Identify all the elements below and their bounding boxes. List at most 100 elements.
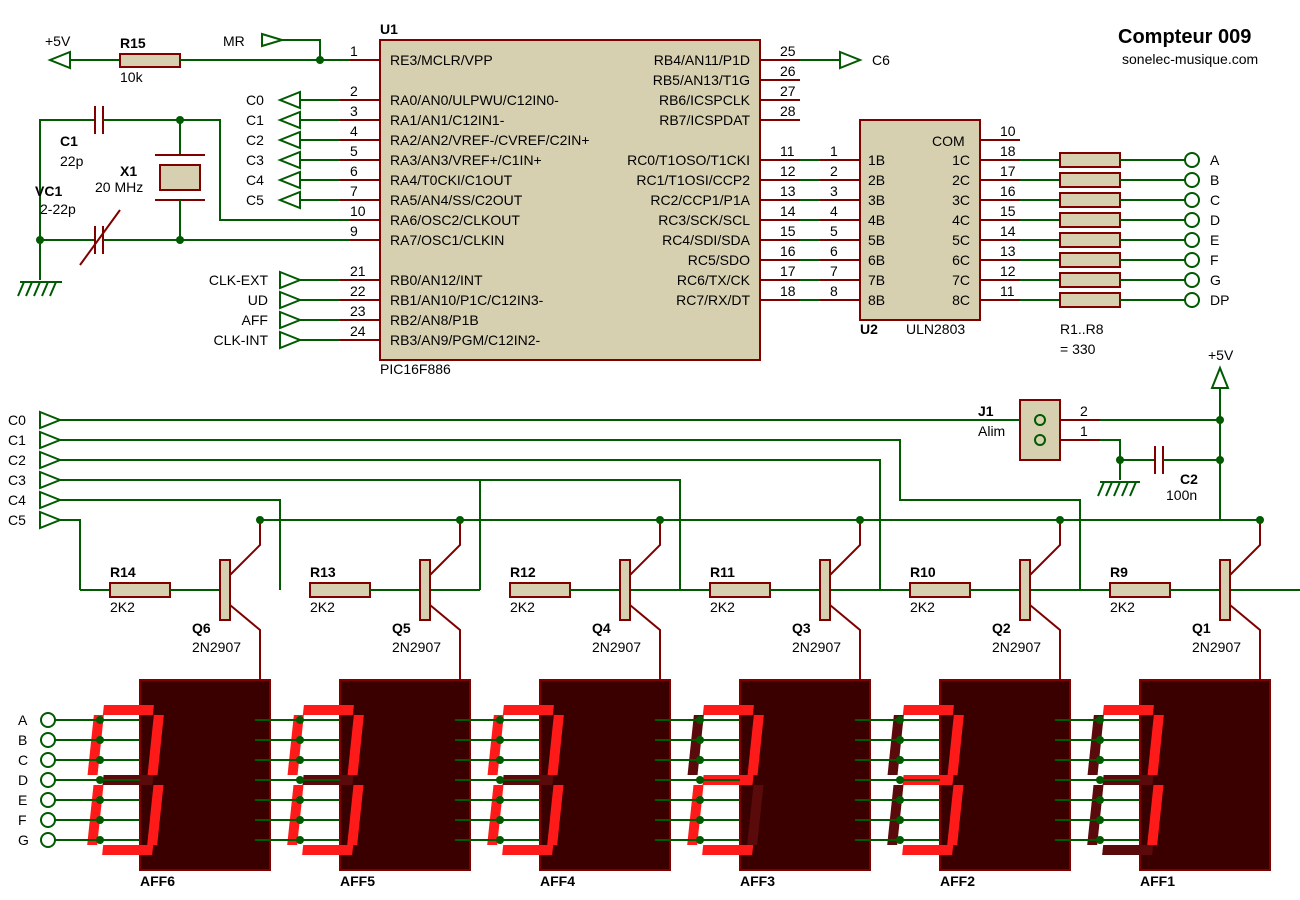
terminal-icon (277, 110, 301, 130)
transistor-ref: Q4 (592, 620, 611, 636)
c2-ref: C2 (1180, 471, 1198, 487)
resistor-array-ref: R1..R8 (1060, 321, 1104, 337)
resistor-value: 2K2 (910, 599, 935, 615)
pin-number: 7 (830, 263, 838, 279)
net-label: C0 (8, 412, 26, 428)
segment (887, 785, 904, 845)
seven-seg-display (939, 679, 1071, 871)
terminal-icon (279, 330, 303, 350)
seven-seg-display (539, 679, 671, 871)
segment (702, 845, 754, 855)
net-label: C0 (246, 92, 264, 108)
resistor (909, 582, 971, 598)
pin-name: 2B (868, 172, 885, 188)
net-label: C5 (8, 512, 26, 528)
pin-name: 3B (868, 192, 885, 208)
resistor-ref: R9 (1110, 564, 1128, 580)
j1-name: Alim (978, 423, 1005, 439)
output-terminal-icon (1184, 252, 1200, 268)
segment (887, 715, 904, 775)
segment (302, 845, 354, 855)
c6-label: C6 (872, 52, 890, 68)
display-ref: AFF1 (1140, 873, 1175, 889)
j1-pin2: 2 (1080, 403, 1088, 419)
pin-name: RB5/AN13/T1G (653, 72, 750, 88)
pin-number: 26 (780, 63, 796, 79)
output-terminal-icon (1184, 192, 1200, 208)
resistor (1109, 582, 1171, 598)
segment (102, 845, 154, 855)
power-arrow-icon (1210, 365, 1230, 389)
pin-number: 13 (780, 183, 796, 199)
resistor-ref: R14 (110, 564, 136, 580)
transistor-part: 2N2907 (192, 639, 241, 655)
resistor-value: 2K2 (510, 599, 535, 615)
terminal-icon (279, 290, 303, 310)
j1-pin1: 1 (1080, 423, 1088, 439)
driver-part: ULN2803 (906, 321, 965, 337)
pin-name: RA6/OSC2/CLKOUT (390, 212, 520, 228)
mcu-right-pins: 25RB4/AN11/P1D26RB5/AN13/T1G27RB6/ICSPCL… (627, 43, 860, 308)
resistor (1059, 192, 1121, 208)
transistor (1219, 559, 1231, 621)
net-label: C4 (8, 492, 26, 508)
net-label: C3 (246, 152, 264, 168)
segment-label: D (1210, 212, 1220, 228)
ground-icon (17, 281, 62, 297)
segment (702, 705, 754, 715)
transistor-part: 2N2907 (392, 639, 441, 655)
r15-value: 10k (120, 69, 144, 85)
net-label: C2 (8, 452, 26, 468)
pin-number: 14 (780, 203, 796, 219)
pin-name: RB0/AN12/INT (390, 272, 483, 288)
net-label: UD (248, 292, 268, 308)
input-terminal-icon (40, 712, 56, 728)
pin-number: 13 (1000, 243, 1016, 259)
net-label: C3 (8, 472, 26, 488)
segment (502, 705, 554, 715)
pin-name: RA1/AN1/C12IN1- (390, 112, 505, 128)
segment (902, 845, 954, 855)
segment (947, 785, 964, 845)
vc1-value: 2-22p (40, 201, 76, 217)
driver-pins: 11B22B33B44B55B66B77B88B181C172C163C154C… (830, 143, 1020, 308)
pin-name: RC6/TX/CK (677, 272, 751, 288)
power-supply-label: +5V (1208, 347, 1234, 363)
pin-name: 4B (868, 212, 885, 228)
segment-label: E (1210, 232, 1219, 248)
segment-label: B (18, 732, 27, 748)
terminal-icon (279, 310, 303, 330)
c6-terminal-icon (839, 50, 863, 70)
resistor-value: 2K2 (110, 599, 135, 615)
segment (1087, 715, 1104, 775)
resistor (509, 582, 571, 598)
mcu-body (379, 39, 761, 361)
output-terminal-icon (1184, 152, 1200, 168)
mcu-ref: U1 (380, 21, 398, 37)
segment (302, 705, 354, 715)
segment-label: A (1210, 152, 1220, 168)
terminal-icon (39, 430, 63, 450)
terminal-icon (277, 170, 301, 190)
pin-number: 11 (1000, 283, 1015, 299)
pin-name: 3C (952, 192, 970, 208)
pin-number: 9 (350, 223, 358, 239)
pin-name: RA0/AN0/ULPWU/C12IN0- (390, 92, 559, 108)
pin-name: RC1/T1OSI/CCP2 (636, 172, 750, 188)
resistor (1059, 152, 1121, 168)
segment-label: C (1210, 192, 1220, 208)
segment (1102, 705, 1154, 715)
pin-name: 7B (868, 272, 885, 288)
pin-number: 24 (350, 323, 366, 339)
pin-number: 4 (350, 123, 358, 139)
segment (347, 715, 364, 775)
resistor-value: 2K2 (1110, 599, 1135, 615)
x1-ref: X1 (120, 163, 137, 179)
c1-ref: C1 (60, 133, 78, 149)
pin-number: 15 (1000, 203, 1016, 219)
